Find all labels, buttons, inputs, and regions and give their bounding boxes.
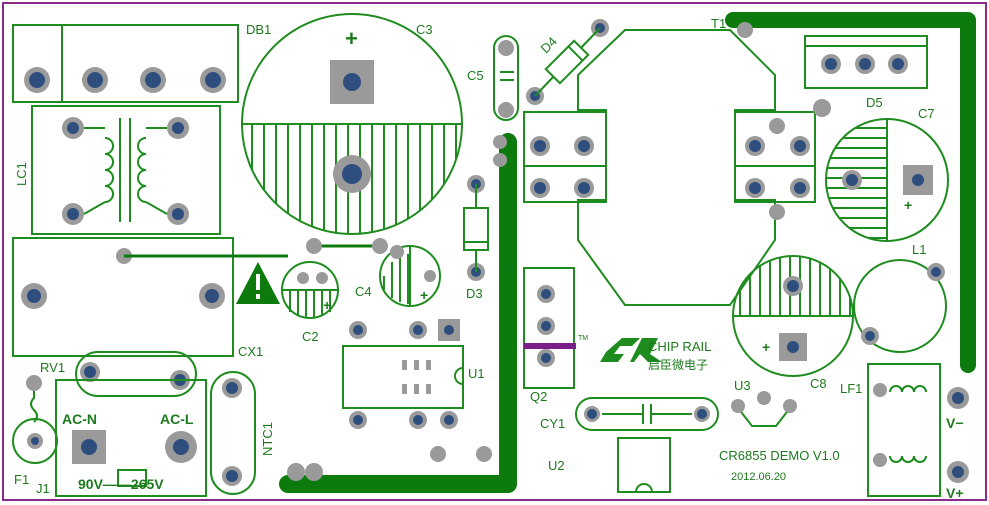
cx1-capacitor: CX1 [12,237,288,359]
output-terminals: V− V+ [946,387,969,501]
label-c2: C2 [302,329,319,344]
label-cy1: CY1 [540,416,565,431]
label-c4: C4 [355,284,372,299]
label-c8: C8 [810,376,827,391]
board-date: 2012.06.20 [731,471,786,483]
d4-diode: D4 [526,19,609,105]
j1-connector: AC-N AC-L 90V——265V J1 [36,379,207,497]
label-q2: Q2 [530,389,547,404]
label-u2: U2 [548,458,565,473]
label-lc1: LC1 [14,162,29,186]
label-voltage-range: 90V——265V [78,476,164,492]
cy1-capacitor: CY1 [540,397,719,431]
label-f1: F1 [14,472,29,487]
power-traces [279,12,976,493]
brand-name-cn: 启臣微电子 [648,358,708,372]
lc1-choke: LC1 [14,105,221,235]
l1-inductor: L1 [853,242,947,353]
d5-diode: D5 [804,35,928,117]
label-l1: L1 [912,242,926,257]
svg-text:+: + [420,287,428,303]
label-j1: J1 [36,481,50,496]
c7-capacitor: + C7 [825,106,949,242]
c2-capacitor: + C2 [281,261,339,344]
svg-text:TM: TM [578,335,588,342]
lf1-filter: LF1 [840,363,941,497]
c4-capacitor: + C4 [306,238,441,307]
label-d3: D3 [466,286,483,301]
label-rv1: RV1 [40,360,65,375]
label-ntc1: NTC1 [260,422,275,456]
label-u1: U1 [468,366,485,381]
u2-optocoupler: U2 [548,437,671,493]
u1-ic: U1 [342,319,485,429]
svg-text:+: + [762,339,770,355]
chiprail-logo: TM CHIP RAIL 启臣微电子 [578,335,711,372]
label-ac-n: AC-N [62,411,97,427]
label-lf1: LF1 [840,381,862,396]
label-c3: C3 [416,22,433,37]
label-v-plus: V+ [946,485,964,501]
label-cx1: CX1 [238,344,263,359]
label-db1: DB1 [246,22,271,37]
f1-fuse: F1 [12,375,58,487]
u3-regulator: U3 [731,378,797,427]
label-ac-l: AC-L [160,411,194,427]
misc-pads [287,135,507,481]
label-c5: C5 [467,68,484,83]
label-v-minus: V− [946,415,964,431]
d3-diode: D3 [463,175,489,301]
ntc1-thermistor: NTC1 [210,371,275,495]
warning-icon [236,262,280,304]
label-t1: T1 [711,16,726,31]
db1-bridge: DB1 [12,22,271,103]
q2-transistor: Q2 [523,267,576,404]
demo-title: CR6855 DEMO V1.0 [719,448,840,463]
c5-capacitor: C5 [467,35,519,121]
svg-text:+: + [904,197,912,213]
label-d5: D5 [866,95,883,110]
brand-name: CHIP RAIL [648,339,711,354]
label-u3: U3 [734,378,751,393]
svg-text:+: + [323,297,331,313]
t1-transformer: T1 [523,16,816,306]
label-c7: C7 [918,106,935,121]
svg-text:+: + [345,26,358,51]
